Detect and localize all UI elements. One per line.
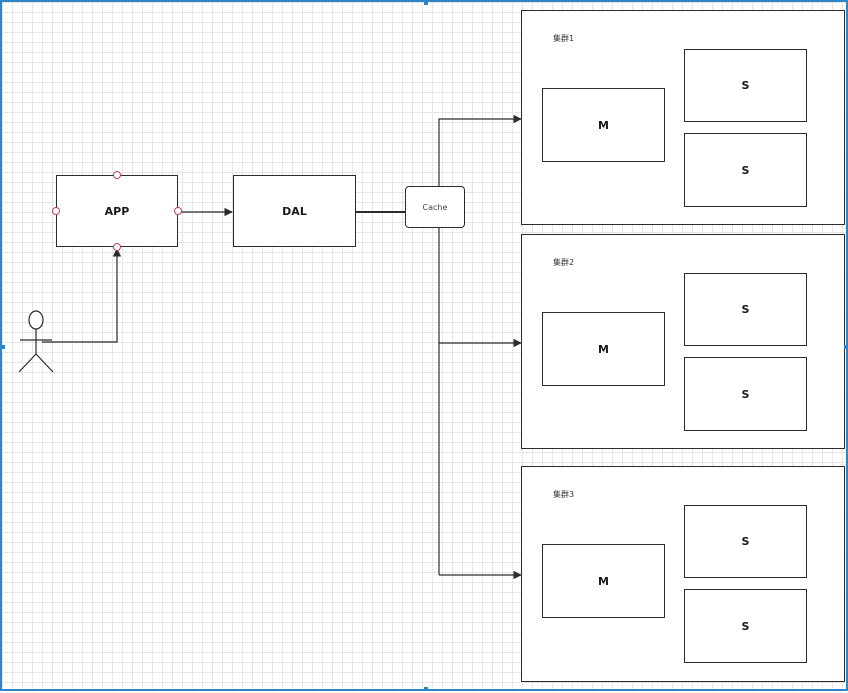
slave-label: S xyxy=(741,619,750,633)
cluster-1-master-node[interactable]: M xyxy=(542,88,665,162)
cluster-3-master-node[interactable]: M xyxy=(542,544,665,618)
cluster-3-slave-node-2[interactable]: S xyxy=(684,589,807,663)
slave-label: S xyxy=(741,387,750,401)
cluster-2-title: 集群2 xyxy=(553,258,575,267)
canvas-resize-handle-bottom[interactable] xyxy=(424,687,428,691)
slave-label: S xyxy=(741,303,750,316)
cluster-1-slave-node-2[interactable]: S xyxy=(684,133,807,207)
cluster-1-slave-node-1[interactable]: S xyxy=(684,49,807,122)
slave-label: S xyxy=(741,535,750,548)
cluster-3-title: 集群3 xyxy=(553,490,575,499)
master-label: M xyxy=(598,118,609,132)
canvas-resize-handle-top[interactable] xyxy=(424,1,428,5)
master-label: M xyxy=(598,574,609,588)
master-label: M xyxy=(598,342,609,356)
cache-to-cluster1-connector[interactable] xyxy=(438,114,522,186)
slave-label: S xyxy=(741,163,750,177)
canvas-resize-handle-right[interactable] xyxy=(844,345,848,349)
dal-label: DAL xyxy=(282,204,307,218)
cache-label: Cache xyxy=(422,202,448,212)
cache-node[interactable]: Cache xyxy=(405,186,465,228)
slave-label: S xyxy=(741,79,750,92)
cluster-2-slave-node-2[interactable]: S xyxy=(684,357,807,431)
app-label: APP xyxy=(104,204,130,218)
dal-node[interactable]: DAL xyxy=(233,175,356,247)
cluster-2-master-node[interactable]: M xyxy=(542,312,665,386)
cluster-2-slave-node-1[interactable]: S xyxy=(684,273,807,346)
cluster-1-title: 集群1 xyxy=(553,34,575,43)
cluster-3-slave-node-1[interactable]: S xyxy=(684,505,807,578)
user-to-app-connector[interactable] xyxy=(42,248,122,343)
canvas-resize-handle-left[interactable] xyxy=(1,345,5,349)
